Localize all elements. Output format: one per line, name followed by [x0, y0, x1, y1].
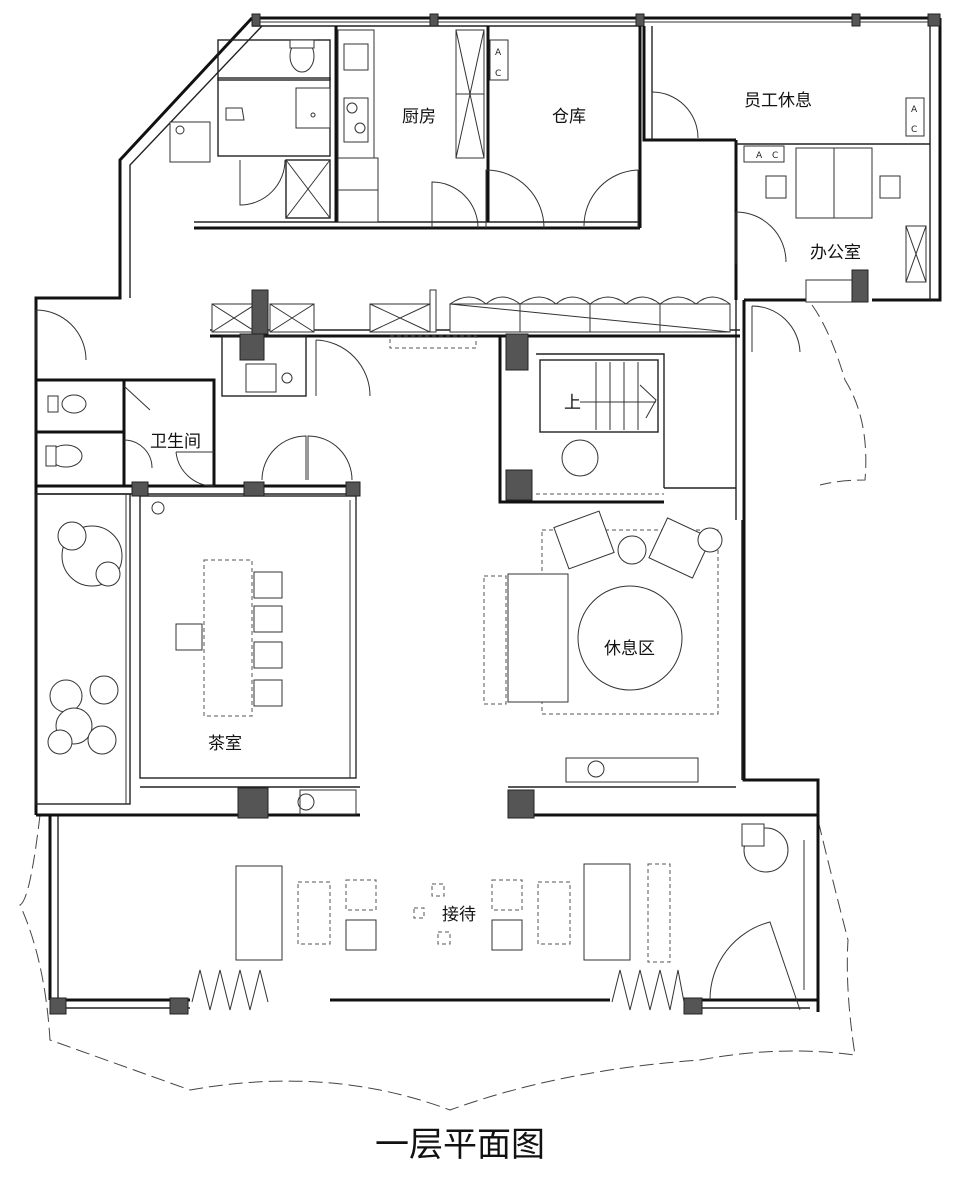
tea-room-area [35, 481, 361, 805]
room-labels: 厨房 仓库 员工休息 办公室 卫生间 上 休息区 茶室 接待 [150, 91, 861, 925]
stair-area [498, 336, 736, 504]
room-label-reception: 接待 [442, 905, 476, 925]
reception-area [49, 787, 805, 1015]
staff-equipment-mark-c: C [911, 125, 917, 135]
room-label-staff-rest: 员工休息 [744, 91, 812, 111]
corridor-partitions [36, 289, 740, 371]
exterior-walls [34, 16, 942, 1012]
staff-equipment-mark-a: A [911, 105, 918, 115]
kitchen-equipment-mark-a: A [495, 48, 502, 58]
restroom-area [36, 333, 360, 495]
room-label-office: 办公室 [810, 243, 861, 263]
site-boundary [19, 304, 867, 1111]
kitchen-equipment-mark-c: C [495, 69, 501, 79]
room-label-kitchen: 厨房 [402, 107, 436, 127]
stair-direction-label: 上 [564, 393, 581, 413]
room-label-storage: 仓库 [552, 107, 586, 127]
office-equipment-mark-c: C [772, 151, 778, 161]
room-label-restroom: 卫生间 [150, 432, 201, 452]
upper-rooms [169, 26, 930, 303]
room-label-tea-room: 茶室 [208, 734, 242, 754]
equipment-marks: A C A C A C [489, 39, 925, 163]
plan-title: 一层平面图 [375, 1125, 545, 1165]
office-equipment-mark-a: A [756, 151, 763, 161]
top-window-marks [251, 13, 941, 27]
room-label-lounge: 休息区 [604, 639, 655, 659]
door-swings-upper [35, 91, 801, 397]
lounge-area [483, 510, 723, 783]
